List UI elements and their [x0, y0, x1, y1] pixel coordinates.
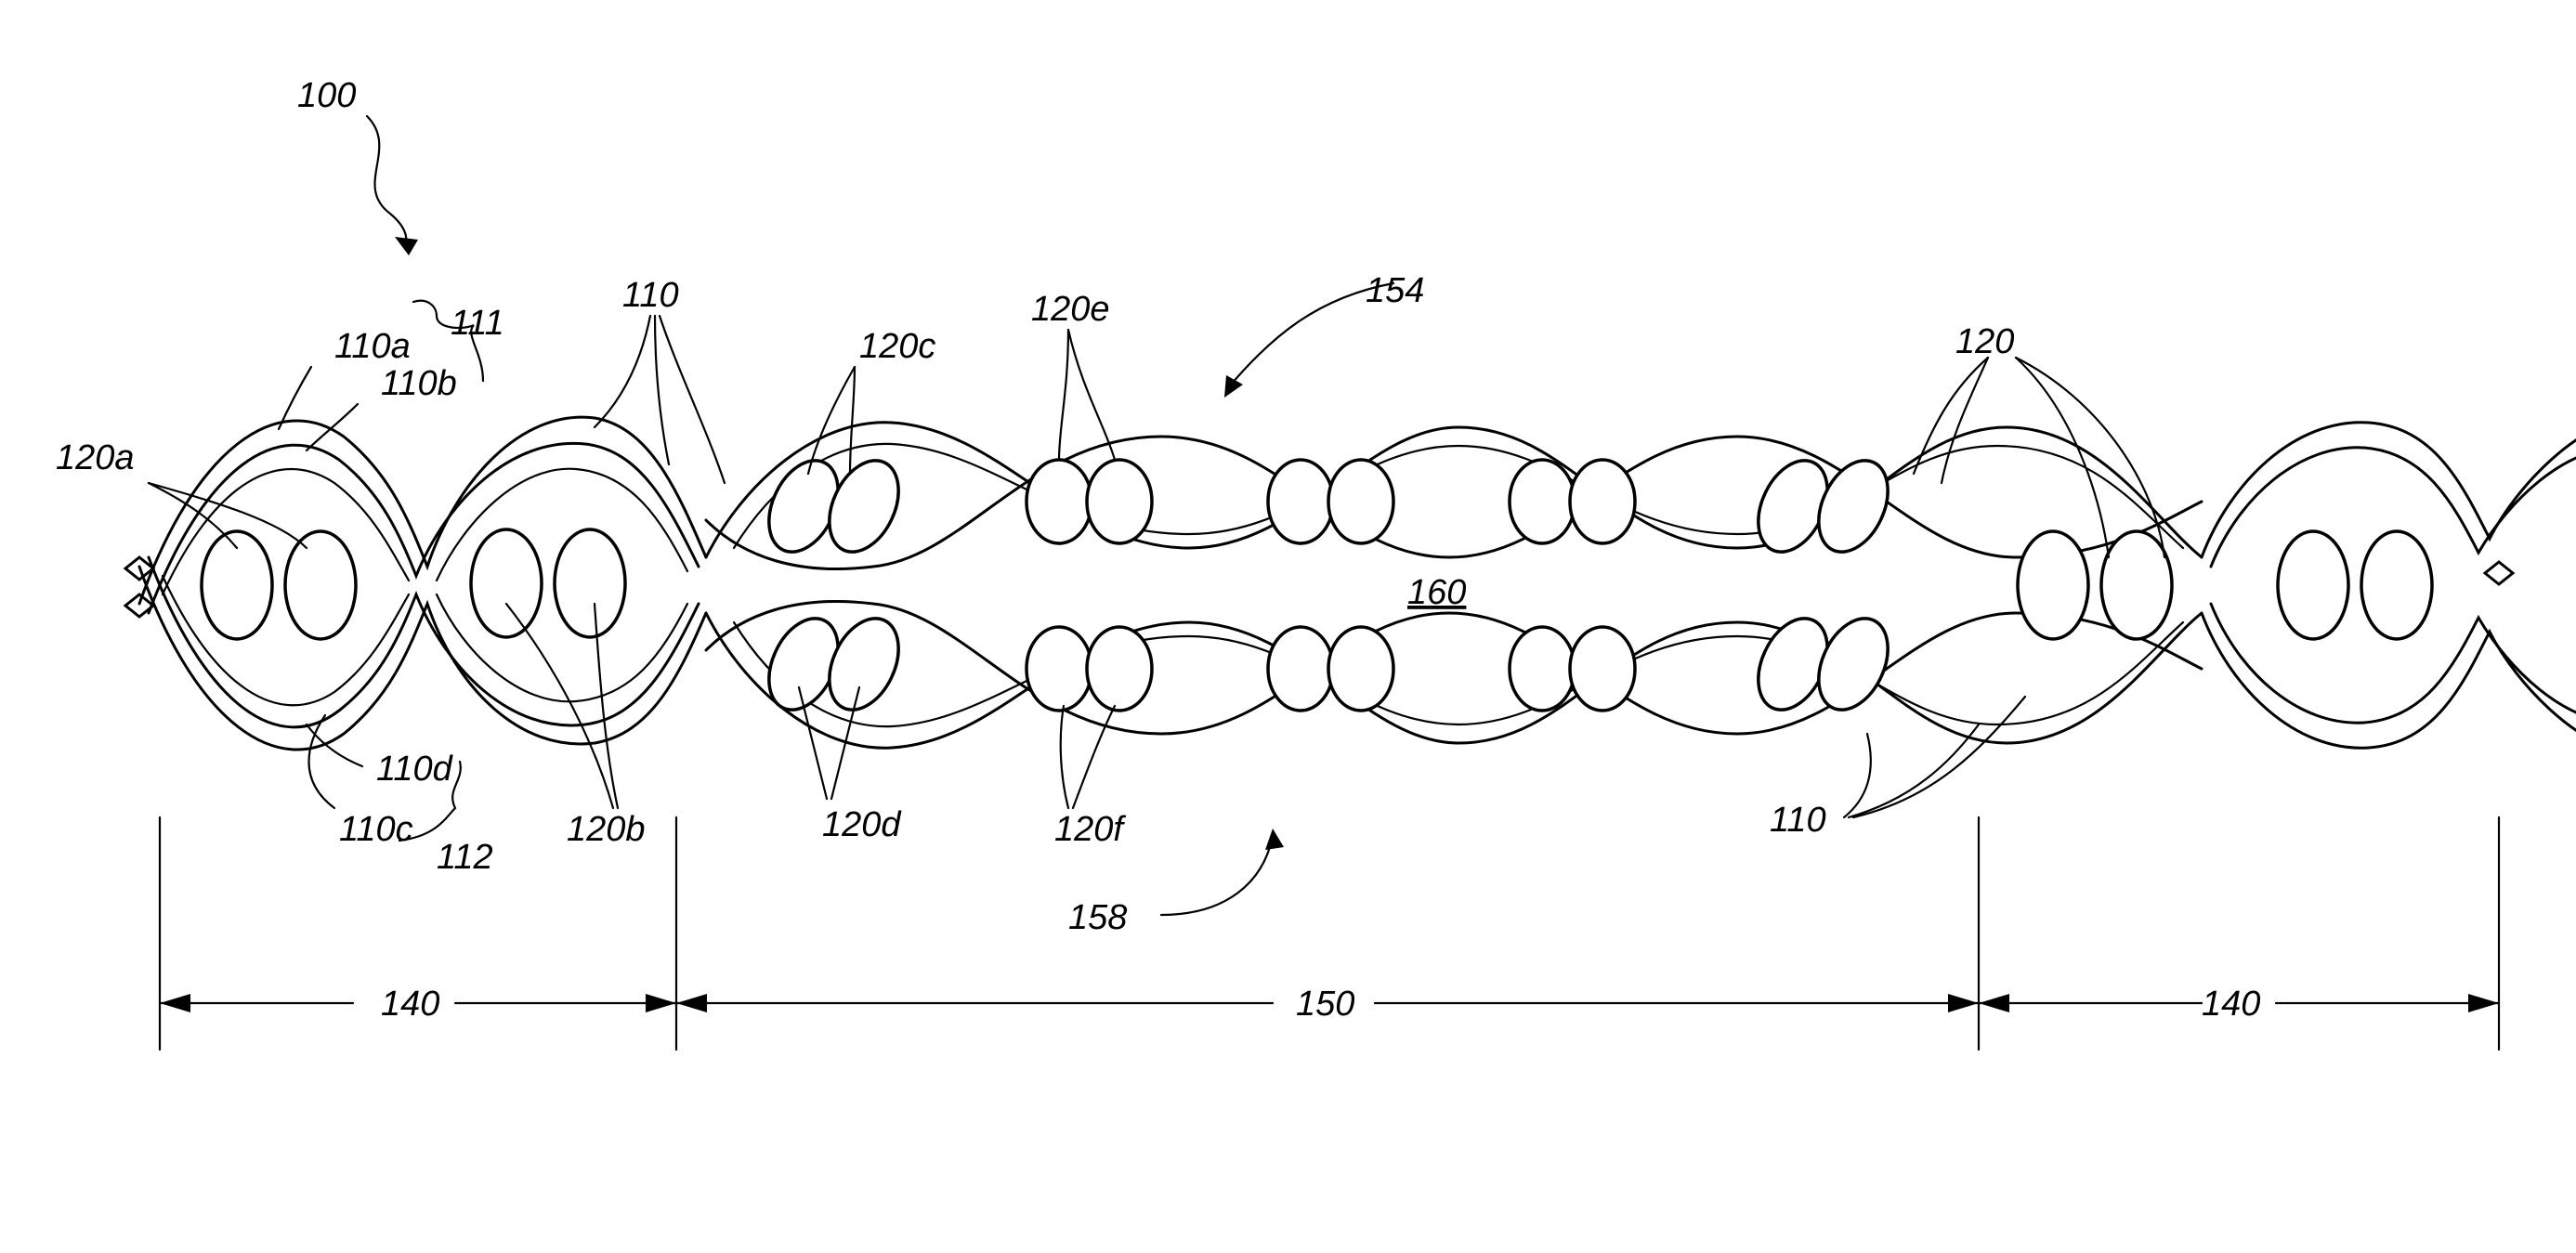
label-110d: 110d [376, 750, 454, 789]
seed-120a-2 [285, 531, 356, 639]
label-158: 158 [1068, 898, 1127, 937]
reference-labels: 100 110a 110b 111 120a 110 120c 120e 154… [56, 76, 2260, 1024]
seed-120f-1 [1026, 627, 1092, 711]
label-120c: 120c [859, 327, 935, 366]
upper-helix-154 [706, 423, 2202, 569]
label-100: 100 [297, 76, 356, 115]
label-140-left: 140 [381, 985, 439, 1024]
seed-120e-1 [1026, 460, 1092, 543]
seed-120b-1 [471, 529, 542, 637]
seed-120e-2 [1087, 460, 1152, 543]
label-154: 154 [1366, 271, 1424, 310]
label-110-top: 110 [622, 276, 679, 315]
seed-120b-2 [555, 529, 625, 637]
label-110-bottom: 110 [1770, 801, 1826, 840]
label-120-right: 120 [1955, 322, 2014, 361]
label-112: 112 [437, 838, 493, 877]
label-120e: 120e [1031, 290, 1110, 329]
label-150: 150 [1296, 985, 1354, 1024]
label-110b: 110b [381, 364, 457, 403]
label-120d: 120d [822, 805, 902, 844]
seed-120f-2 [1087, 627, 1152, 711]
left-end-helix [125, 417, 706, 750]
label-111: 111 [451, 304, 504, 343]
label-110c: 110c [339, 810, 413, 849]
label-120b: 120b [567, 810, 646, 849]
right-end-helix [2018, 423, 2576, 749]
label-120a: 120a [56, 438, 135, 477]
label-120f: 120f [1054, 810, 1126, 849]
label-110a: 110a [334, 327, 411, 366]
label-160: 160 [1407, 573, 1466, 612]
label-140-right: 140 [2202, 985, 2260, 1024]
